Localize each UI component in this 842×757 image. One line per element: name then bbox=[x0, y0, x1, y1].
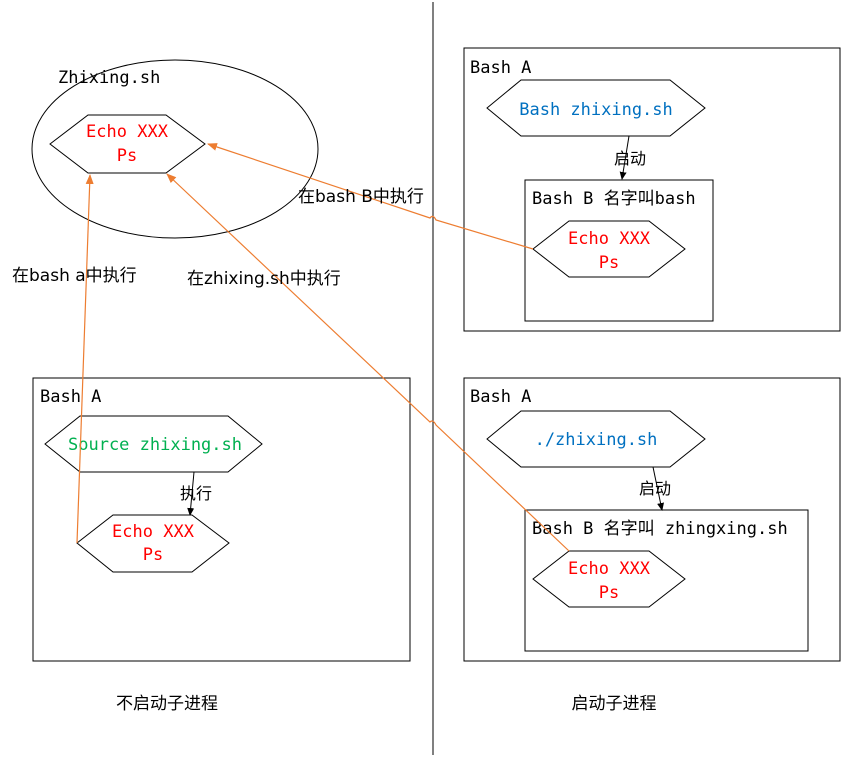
bottom-bash-b-box bbox=[524, 509, 809, 652]
bash-command-text: Bash zhixing.sh bbox=[519, 100, 673, 120]
label-exec-in-bash-a: 在bash a中执行 bbox=[12, 266, 137, 286]
bottom-start-connector bbox=[652, 466, 664, 511]
left-bash-a-box bbox=[32, 377, 411, 662]
label-exec-in-bash-b: 在bash B中执行 bbox=[298, 187, 424, 207]
left-echo-line2: Ps bbox=[143, 545, 163, 565]
top-echo-line2: Ps bbox=[599, 253, 619, 273]
caption-subprocess: 启动子进程 bbox=[572, 694, 657, 714]
right-bottom-bash-a-box bbox=[463, 377, 841, 662]
right-bottom-bash-a-title: Bash A bbox=[470, 387, 531, 407]
circle-echo-line1: Echo XXX bbox=[86, 122, 169, 142]
left-echo-hexagon bbox=[76, 514, 230, 573]
dot-slash-command-text: ./zhixing.sh bbox=[535, 430, 658, 450]
bottom-echo-line1: Echo XXX bbox=[568, 559, 651, 579]
right-top-bash-a-box bbox=[463, 47, 841, 332]
arrow-bash-b-to-circle bbox=[207, 143, 534, 250]
bottom-start-label: 启动 bbox=[639, 479, 671, 498]
bottom-bash-b-title: Bash B 名字叫 zhingxing.sh bbox=[532, 519, 788, 539]
top-echo-line1: Echo XXX bbox=[568, 229, 651, 249]
right-top-bash-a-title: Bash A bbox=[470, 58, 531, 78]
top-bash-b-title: Bash B 名字叫bash bbox=[532, 189, 696, 209]
exec-connector bbox=[187, 471, 195, 516]
bash-command-hexagon bbox=[486, 79, 706, 137]
exec-label: 执行 bbox=[180, 484, 212, 503]
top-start-connector bbox=[619, 135, 630, 180]
top-bash-b-box bbox=[524, 179, 714, 322]
label-exec-in-zhixing: 在zhixing.sh中执行 bbox=[187, 269, 341, 289]
top-echo-hexagon bbox=[532, 220, 686, 278]
bottom-echo-line2: Ps bbox=[599, 583, 619, 603]
top-start-label: 启动 bbox=[614, 149, 646, 168]
source-command-text: Source zhixing.sh bbox=[68, 435, 242, 455]
zhixing-sh-title: Zhixing.sh bbox=[58, 68, 160, 88]
arrow-bash-a-to-circle bbox=[76, 174, 94, 544]
left-echo-line1: Echo XXX bbox=[112, 522, 195, 542]
left-bash-a-title: Bash A bbox=[40, 387, 101, 407]
arrow-zhixing-to-circle bbox=[166, 173, 570, 552]
caption-no-subprocess: 不启动子进程 bbox=[116, 694, 218, 714]
circle-echo-line2: Ps bbox=[117, 146, 137, 166]
dot-slash-command-hexagon bbox=[486, 410, 706, 468]
circle-echo-hexagon bbox=[49, 114, 206, 174]
zhixing-sh-ellipse bbox=[31, 59, 319, 239]
